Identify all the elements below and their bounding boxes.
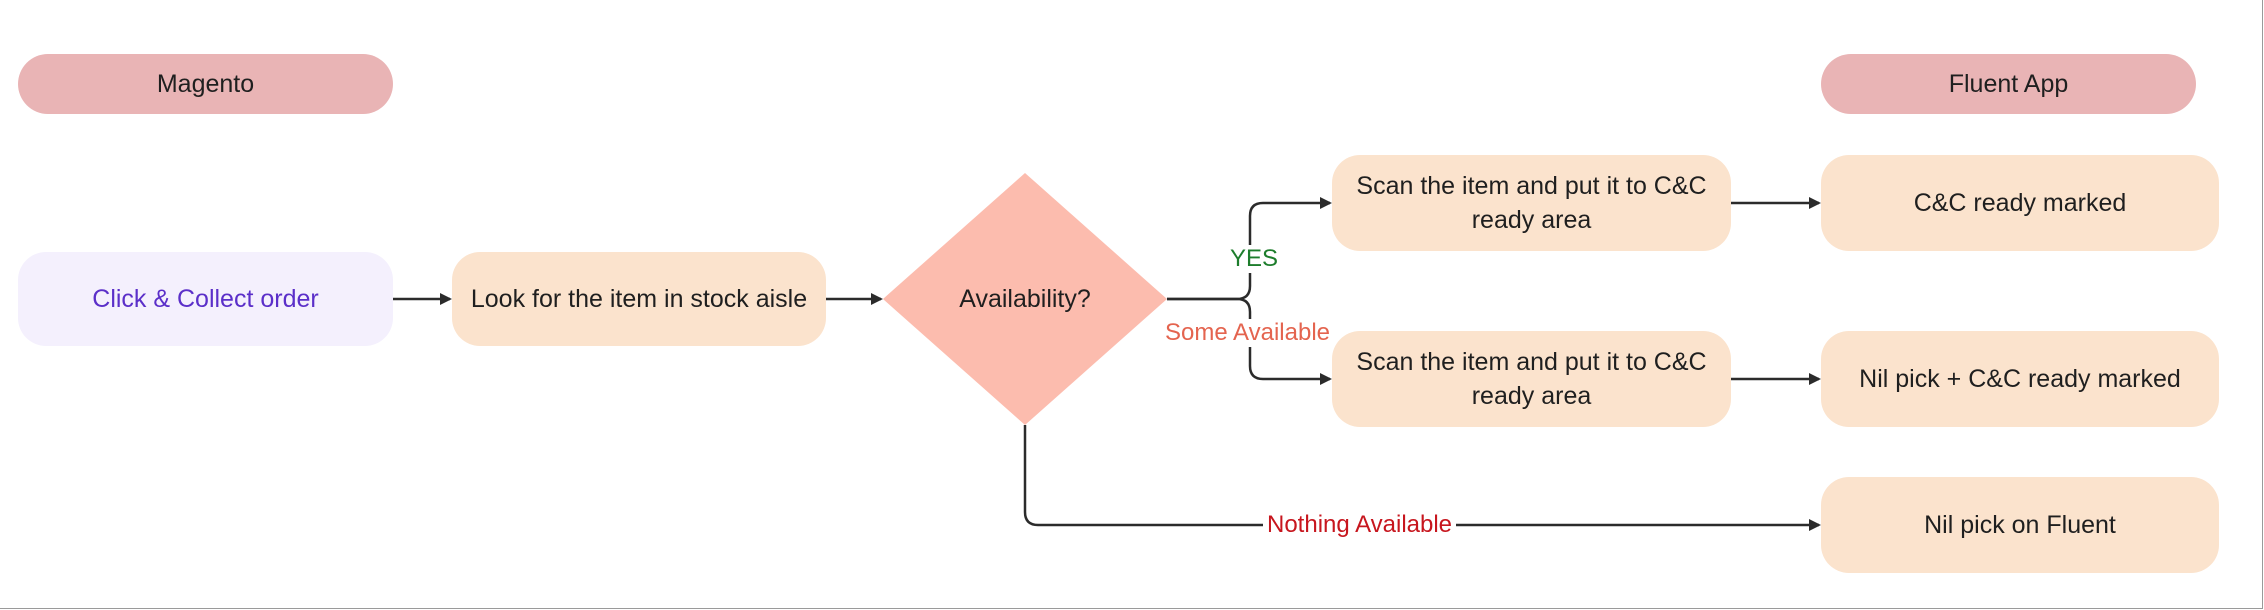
edge-label-yes: YES bbox=[1226, 245, 1283, 273]
lane-header-magento-label: Magento bbox=[156, 70, 255, 98]
lane-header-magento: Magento bbox=[18, 54, 393, 114]
start-node-click-collect[interactable]: Click & Collect order bbox=[18, 252, 393, 346]
process-scan-yes[interactable]: Scan the item and put it to C&C ready ar… bbox=[1332, 155, 1731, 251]
edge-label-nothing-available: Nothing Available bbox=[1263, 511, 1457, 539]
start-node-label: Click & Collect order bbox=[92, 285, 319, 313]
process-scan-some[interactable]: Scan the item and put it to C&C ready ar… bbox=[1332, 331, 1731, 427]
decision-label: Availability? bbox=[959, 285, 1091, 313]
process-nil-pick-on-fluent-label: Nil pick on Fluent bbox=[1924, 511, 2116, 539]
process-nil-pick-cc-ready-label: Nil pick + C&C ready marked bbox=[1859, 365, 2181, 393]
process-look-for-item-label: Look for the item in stock aisle bbox=[470, 285, 808, 313]
process-cc-ready-marked[interactable]: C&C ready marked bbox=[1821, 155, 2219, 251]
arrow-decision-to-nil-pick-fluent bbox=[1023, 425, 1821, 531]
process-look-for-item[interactable]: Look for the item in stock aisle bbox=[452, 252, 826, 346]
process-scan-some-label: Scan the item and put it to C&C ready ar… bbox=[1356, 348, 1707, 410]
lane-header-fluent-app-label: Fluent App bbox=[1948, 70, 2069, 98]
edge-label-some-available: Some Available bbox=[1161, 319, 1334, 347]
process-cc-ready-marked-label: C&C ready marked bbox=[1913, 189, 2127, 217]
process-nil-pick-on-fluent[interactable]: Nil pick on Fluent bbox=[1821, 477, 2219, 573]
decision-diamond[interactable] bbox=[883, 173, 1167, 425]
process-scan-yes-label: Scan the item and put it to C&C ready ar… bbox=[1356, 172, 1707, 234]
lane-header-fluent-app: Fluent App bbox=[1821, 54, 2196, 114]
process-nil-pick-cc-ready[interactable]: Nil pick + C&C ready marked bbox=[1821, 331, 2219, 427]
